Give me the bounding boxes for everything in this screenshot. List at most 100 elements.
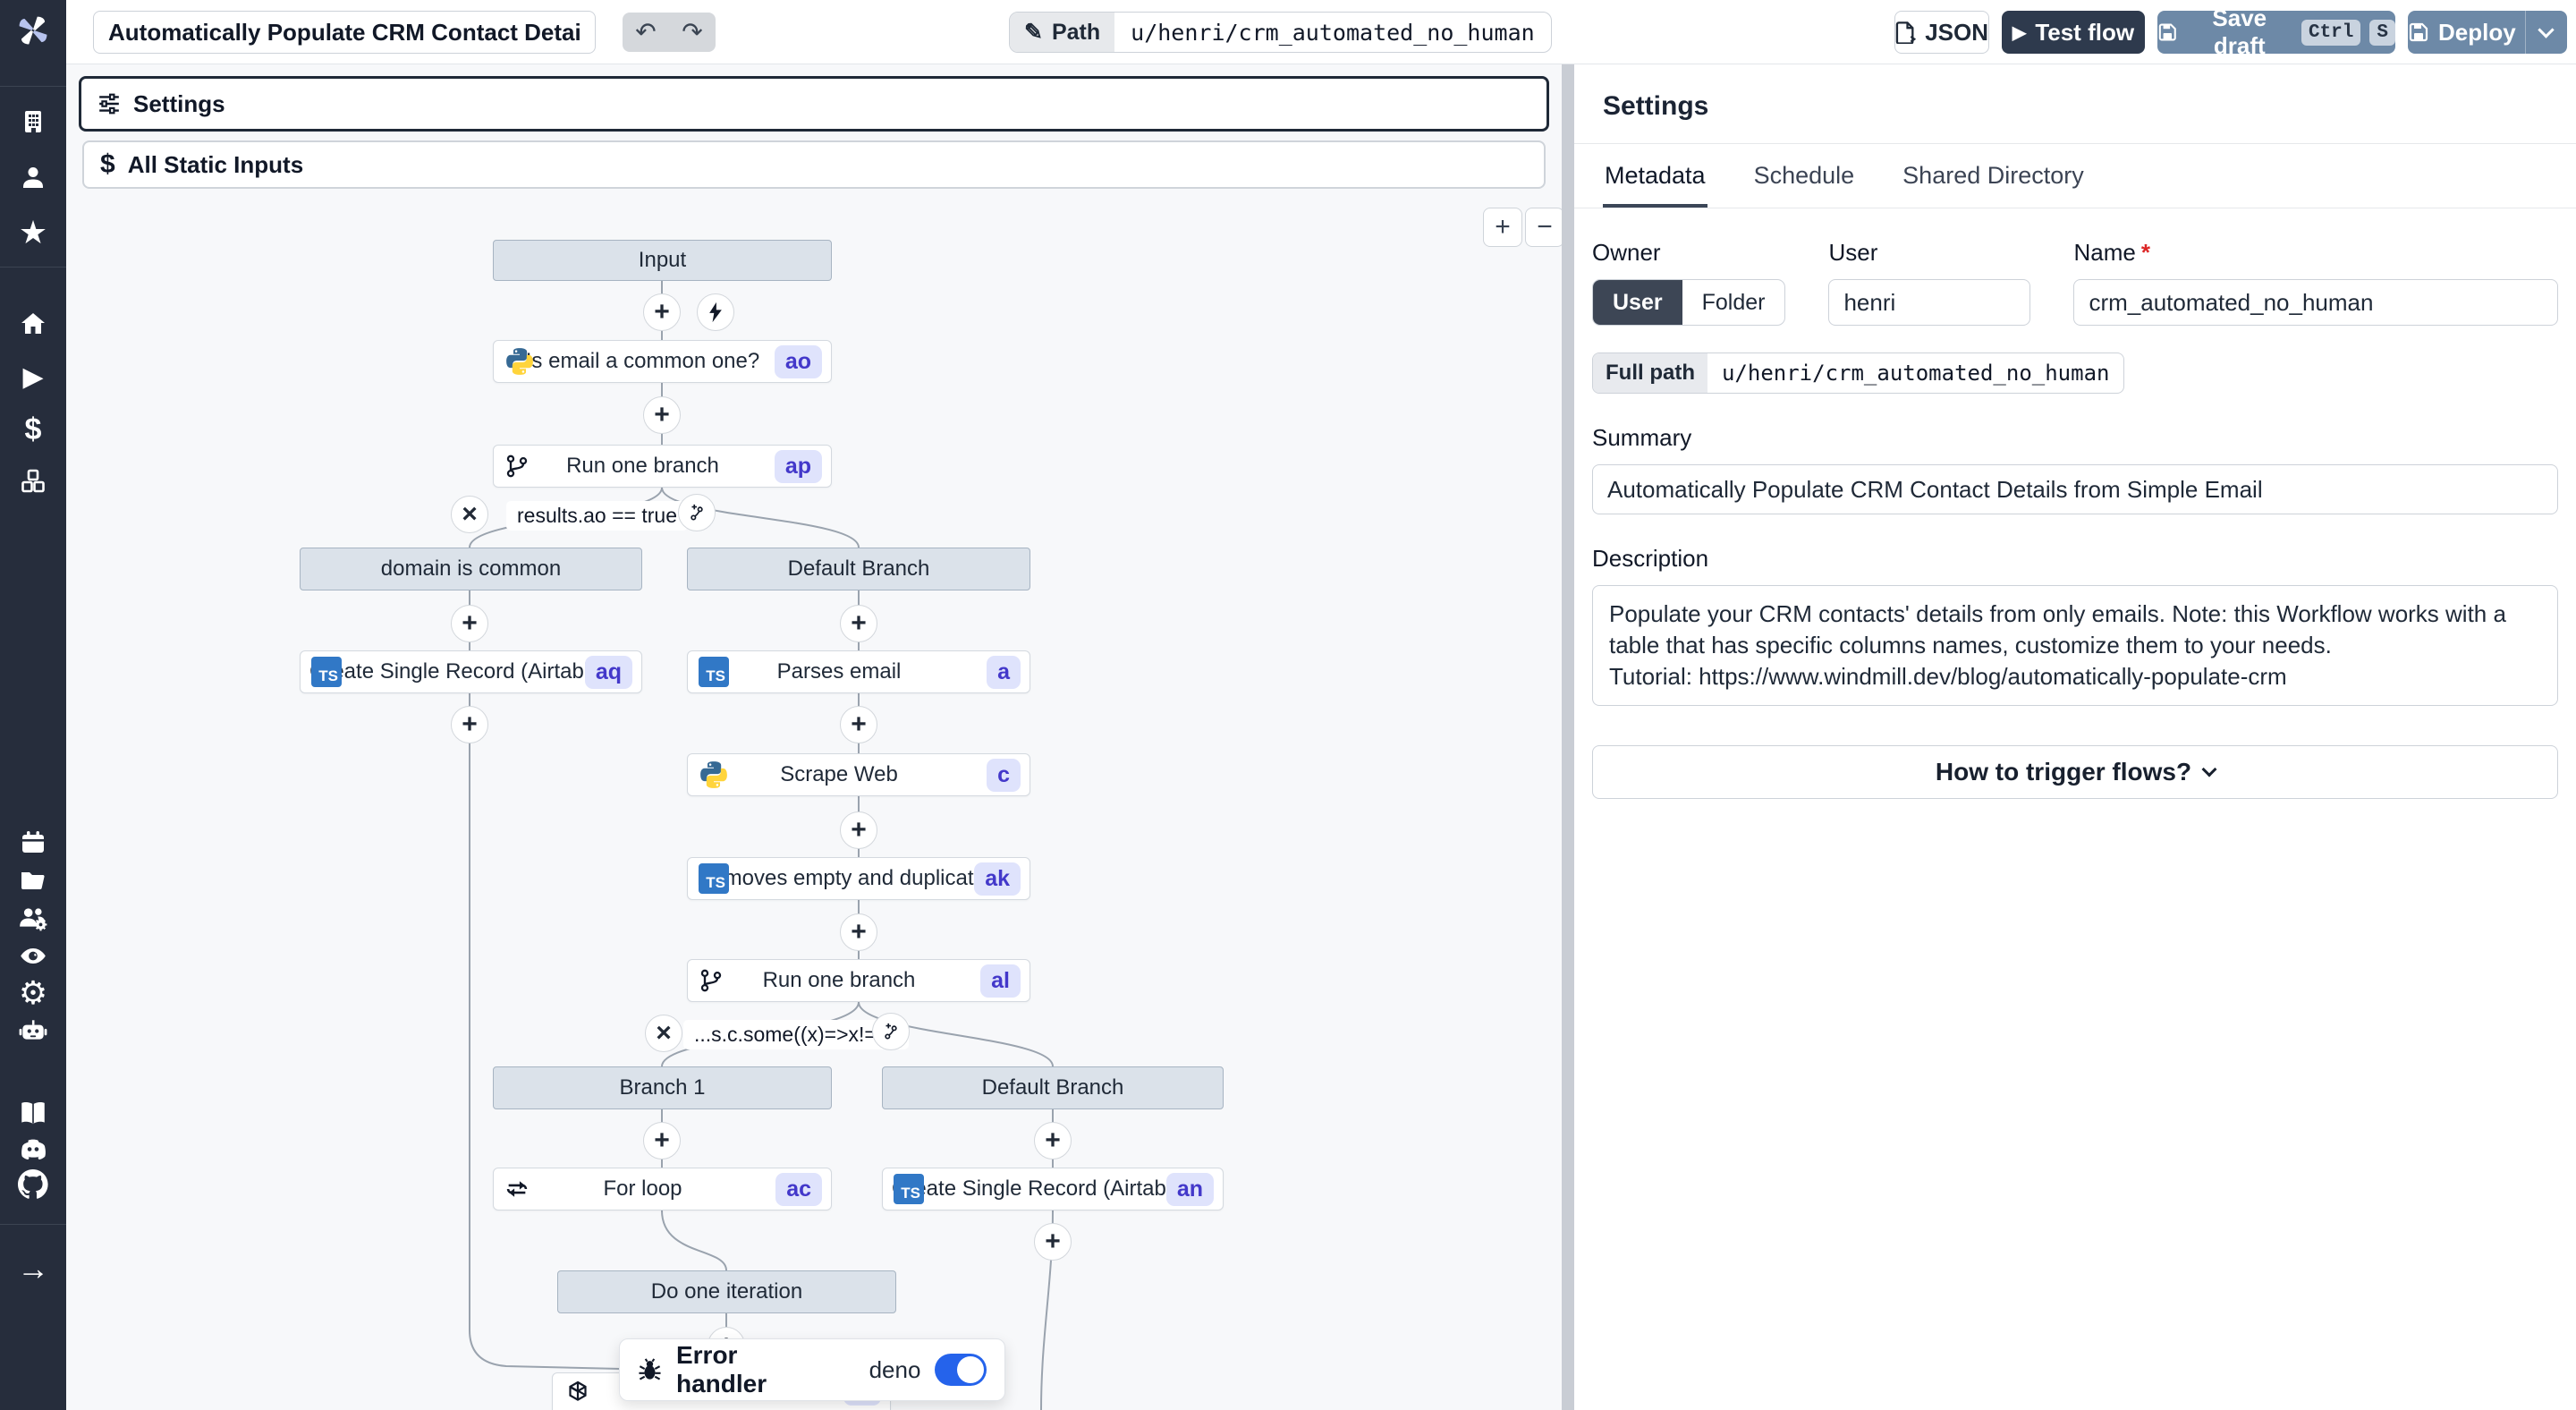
sidebar-expand-button[interactable]: → xyxy=(0,1249,66,1288)
branch-default-1[interactable]: Default Branch xyxy=(687,548,1030,590)
node-scrape-web[interactable]: Scrape Web c xyxy=(687,753,1030,796)
node-parses-email[interactable]: TS Parses email a xyxy=(687,650,1030,693)
undo-icon[interactable]: ↶ xyxy=(635,18,657,46)
json-file-icon xyxy=(1895,21,1917,44)
flow-canvas[interactable]: Settings $ All Static Inputs + − Input +… xyxy=(66,64,1562,1410)
description-textarea[interactable]: Populate your CRM contacts' details from… xyxy=(1592,585,2558,707)
add-step-button[interactable]: + xyxy=(1034,1223,1072,1261)
sidebar-item-runs[interactable]: ▶ xyxy=(0,358,66,397)
sidebar-item-github[interactable] xyxy=(0,1165,66,1204)
typescript-icon: TS xyxy=(699,657,729,687)
node-for-loop[interactable]: For loop ac xyxy=(493,1168,832,1210)
sidebar-item-folders[interactable] xyxy=(0,861,66,900)
sidebar-item-resources[interactable] xyxy=(0,462,66,501)
sidebar-item-schedules[interactable] xyxy=(0,823,66,862)
add-step-button[interactable]: + xyxy=(451,706,488,743)
sidebar-item-settings[interactable]: ⚙ xyxy=(0,973,66,1013)
redo-icon[interactable]: ↷ xyxy=(682,18,703,46)
node-id-badge: c xyxy=(987,758,1021,792)
save-draft-button[interactable]: Save draft Ctrl S xyxy=(2157,4,2395,59)
tab-metadata[interactable]: Metadata xyxy=(1603,144,1707,208)
windmill-logo-icon xyxy=(19,16,47,45)
sidebar-item-home[interactable] xyxy=(0,304,66,344)
sidebar-divider xyxy=(0,1224,66,1225)
panel-resize-divider[interactable] xyxy=(1562,64,1574,1410)
user-input[interactable] xyxy=(1828,279,2031,326)
summary-input[interactable] xyxy=(1592,464,2558,514)
owner-option-folder[interactable]: Folder xyxy=(1701,289,1766,315)
tab-shared-directory[interactable]: Shared Directory xyxy=(1902,162,2084,189)
test-flow-label: Test flow xyxy=(2035,18,2135,46)
sidebar-item-user[interactable] xyxy=(0,157,66,197)
node-is-email-common[interactable]: Is email a common one? ao xyxy=(493,340,832,383)
sidebar-item-workspace[interactable] xyxy=(0,102,66,141)
flow-settings-bar[interactable]: Settings xyxy=(79,76,1549,132)
node-do-one-iteration[interactable]: Do one iteration xyxy=(557,1270,896,1313)
summary-field: Summary xyxy=(1592,424,2558,514)
windmill-logo-icon[interactable] xyxy=(0,11,66,50)
github-icon xyxy=(18,1169,48,1199)
add-step-button[interactable]: + xyxy=(840,811,877,849)
path-value: u/henri/crm_automated_no_human xyxy=(1131,19,1535,46)
sidebar-item-groups[interactable] xyxy=(0,898,66,938)
tab-schedule[interactable]: Schedule xyxy=(1753,162,1855,189)
add-branch-button[interactable] xyxy=(872,1013,910,1050)
sidebar-divider xyxy=(0,86,66,87)
branch-default-2[interactable]: Default Branch xyxy=(882,1066,1224,1109)
all-static-inputs-bar[interactable]: $ All Static Inputs xyxy=(82,140,1546,189)
add-step-button[interactable]: + xyxy=(643,293,681,331)
name-label: Name* xyxy=(2073,239,2150,266)
add-step-button[interactable]: + xyxy=(643,396,681,434)
add-step-button[interactable]: + xyxy=(1034,1122,1072,1159)
sidebar-item-favorites[interactable]: ★ xyxy=(0,213,66,252)
node-input[interactable]: Input xyxy=(493,240,832,281)
chevron-down-icon xyxy=(2201,761,2217,777)
cubes-icon xyxy=(21,469,45,493)
add-step-button[interactable]: + xyxy=(840,913,877,951)
add-step-button[interactable]: + xyxy=(643,1122,681,1159)
add-step-button[interactable]: + xyxy=(840,605,877,642)
deploy-button[interactable]: Deploy xyxy=(2408,11,2567,54)
error-handler-toggle[interactable] xyxy=(935,1354,987,1386)
trigger-bolt-button[interactable] xyxy=(697,293,734,331)
remove-branch-button[interactable]: × xyxy=(451,496,488,533)
branch-plus-icon xyxy=(691,504,703,521)
user-label: User xyxy=(1828,239,1878,266)
test-flow-button[interactable]: ▶ Test flow xyxy=(2002,11,2145,54)
deploy-dropdown-button[interactable] xyxy=(2524,11,2567,54)
zoom-in-button[interactable]: + xyxy=(1483,208,1522,247)
how-to-trigger-flows-button[interactable]: How to trigger flows? xyxy=(1592,745,2558,800)
add-branch-button[interactable] xyxy=(678,494,716,531)
sidebar-divider xyxy=(0,267,66,268)
toggle-knob xyxy=(957,1356,984,1383)
sidebar-item-docs[interactable] xyxy=(0,1093,66,1133)
description-field: Description Populate your CRM contacts' … xyxy=(1592,545,2558,707)
owner-option-user[interactable]: User xyxy=(1593,280,1682,325)
zoom-out-button[interactable]: − xyxy=(1525,208,1562,247)
path-chip[interactable]: ✎ Path u/henri/crm_automated_no_human xyxy=(1009,12,1552,53)
error-handler-card[interactable]: Error handler deno xyxy=(619,1338,1005,1401)
flow-title-input[interactable] xyxy=(93,11,596,54)
sidebar-item-variables[interactable]: $ xyxy=(0,410,66,449)
branch-1[interactable]: Branch 1 xyxy=(493,1066,832,1109)
python-icon xyxy=(504,346,535,377)
node-run-one-branch-al[interactable]: Run one branch al xyxy=(687,959,1030,1002)
branch-domain-is-common[interactable]: domain is common xyxy=(300,548,642,590)
name-input[interactable] xyxy=(2073,279,2558,326)
add-step-button[interactable]: + xyxy=(451,605,488,642)
save-icon xyxy=(2409,22,2428,42)
node-create-single-record-an[interactable]: TS Create Single Record (Airtable) an xyxy=(882,1168,1224,1210)
folder-open-icon xyxy=(21,872,45,890)
sidebar-item-audit-logs[interactable] xyxy=(0,936,66,975)
node-run-one-branch-ap[interactable]: Run one branch ap xyxy=(493,445,832,488)
kbd-s: S xyxy=(2369,19,2395,46)
owner-field: Owner User Folder xyxy=(1592,239,1786,326)
trigger-label: How to trigger flows? xyxy=(1935,758,2192,786)
add-step-button[interactable]: + xyxy=(840,706,877,743)
json-button[interactable]: JSON xyxy=(1894,11,1989,54)
sidebar-item-ai[interactable] xyxy=(0,1011,66,1050)
node-removes-empty-duplicates[interactable]: TS Removes empty and duplicates ak xyxy=(687,857,1030,900)
sidebar-item-discord[interactable] xyxy=(0,1129,66,1168)
node-create-single-record-aq[interactable]: TS Create Single Record (Airtable) aq xyxy=(300,650,642,693)
remove-branch-button[interactable]: × xyxy=(645,1015,682,1052)
